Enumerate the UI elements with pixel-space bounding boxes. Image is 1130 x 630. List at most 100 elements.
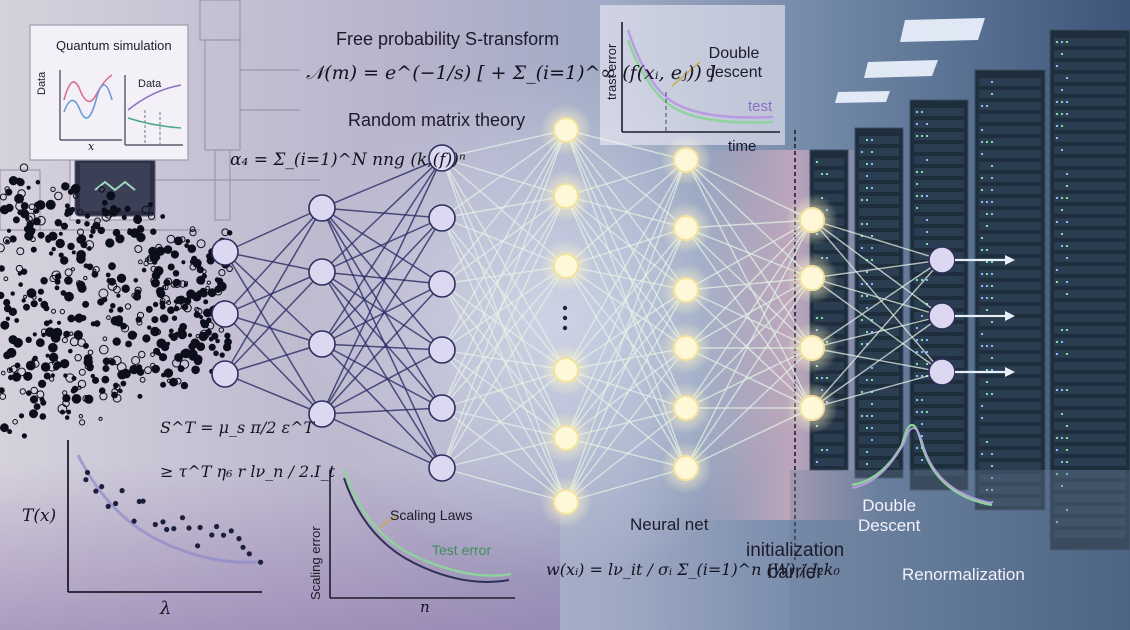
scaling-laws-label: Scaling Laws [390, 507, 473, 523]
particle [196, 293, 201, 298]
particle [58, 231, 63, 236]
server-led [986, 201, 988, 203]
particle [12, 419, 18, 425]
particle [38, 297, 43, 302]
server-slot [914, 168, 964, 176]
particle [64, 291, 74, 302]
particle [164, 279, 171, 286]
network-node [553, 489, 579, 515]
server-led [1056, 137, 1058, 139]
server-led [921, 279, 923, 281]
particle [161, 295, 171, 304]
particle [0, 243, 5, 253]
network-node [553, 117, 579, 143]
particle [47, 361, 57, 372]
particle [188, 342, 196, 351]
network-node [428, 144, 456, 172]
server-led [866, 343, 868, 345]
particle [94, 217, 101, 225]
server-slot [1054, 290, 1126, 298]
particle [117, 306, 124, 313]
particle [79, 419, 86, 426]
particle [144, 366, 152, 375]
server-led [921, 399, 923, 401]
server-led [926, 303, 928, 305]
server-slot [979, 474, 1041, 482]
server-led [916, 123, 918, 125]
particle [110, 303, 116, 309]
particle [199, 287, 207, 295]
network-edge [321, 271, 443, 469]
server-led [991, 477, 993, 479]
scaling-chart [329, 469, 515, 599]
server-led [991, 357, 993, 359]
network-edge [685, 227, 813, 409]
particle [23, 371, 33, 381]
server-led [986, 441, 988, 443]
server-led [871, 367, 873, 369]
server-slot [979, 450, 1041, 458]
tx-point [258, 559, 264, 565]
network-edge [685, 289, 813, 409]
particle [80, 241, 88, 249]
particle [82, 300, 90, 308]
particle [171, 315, 178, 321]
particle [29, 363, 35, 368]
network-node [308, 194, 336, 222]
particle [78, 368, 86, 376]
particle [73, 330, 84, 340]
particle [224, 332, 231, 339]
particle [153, 266, 164, 276]
server-slot [1054, 50, 1126, 58]
server-led [981, 453, 983, 455]
particle [26, 185, 31, 190]
server-slot [859, 184, 899, 192]
server-led [991, 369, 993, 371]
particle [58, 252, 64, 258]
particle [102, 357, 111, 366]
particle [2, 236, 11, 245]
tx-point [84, 469, 91, 476]
particle [208, 336, 214, 342]
server-slot [859, 412, 899, 420]
particle [25, 215, 33, 223]
server-led [1056, 473, 1058, 475]
server-slot [979, 234, 1041, 242]
server-slot [1054, 86, 1126, 94]
particle [63, 330, 71, 338]
server-led [861, 283, 863, 285]
server-slot [914, 204, 964, 212]
network-edge [685, 219, 813, 469]
server-slot [914, 276, 964, 284]
server-led [991, 345, 993, 347]
network-edge [321, 283, 443, 345]
particle [163, 245, 173, 254]
particle [12, 216, 20, 224]
network-edge [441, 195, 567, 469]
top-chart-ylabel: trast error [604, 43, 619, 100]
network-edge [321, 283, 443, 415]
particle [72, 193, 79, 200]
server-led [981, 105, 983, 107]
network-edge [685, 347, 813, 469]
top-chart [600, 5, 785, 145]
server-led [871, 379, 873, 381]
server-led [921, 339, 923, 341]
server-led [916, 111, 918, 113]
server-led [861, 415, 863, 417]
server-led [861, 151, 863, 153]
particle [87, 349, 94, 356]
particle [9, 235, 17, 243]
particle [0, 370, 6, 376]
particle [112, 355, 122, 366]
network-node [673, 147, 699, 173]
server-slot [859, 436, 899, 444]
particle [3, 276, 9, 282]
particle [67, 314, 76, 323]
particle [36, 215, 46, 226]
server-slot [859, 364, 899, 372]
server-slot [914, 468, 964, 476]
server-led [861, 319, 863, 321]
server-slot [859, 292, 899, 300]
